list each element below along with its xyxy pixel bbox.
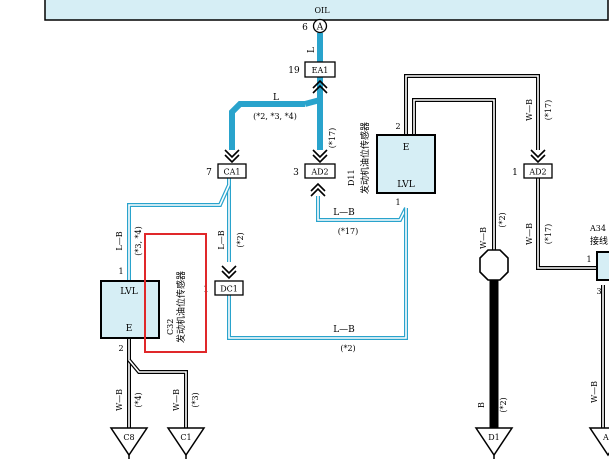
d11-pin-lvl-num: 1 <box>395 198 400 207</box>
ground-c1: C1 <box>166 427 206 459</box>
wire-label-wb-top-right: W—B <box>525 99 534 121</box>
wire-label-star17-top-right: (*17) <box>544 100 553 120</box>
connector-ca1: CA1 7 <box>206 149 247 179</box>
ea1-pin: 19 <box>288 66 300 76</box>
highlight-box <box>144 233 207 353</box>
c32-pin-lvl-num: 1 <box>118 267 123 276</box>
svg-text:A3: A3 <box>602 433 609 442</box>
wire-label-wb-right-lower: W—B <box>525 223 534 245</box>
wire-label-lb-d11: L—B <box>333 208 355 218</box>
c32-id: C32 <box>166 319 175 335</box>
d11-name: 发动机油位传感器 <box>359 122 371 194</box>
svg-text:C8: C8 <box>123 433 134 442</box>
a34-pin1: 1 <box>586 255 591 264</box>
c32-pin-e: E <box>126 324 133 334</box>
combination-meter-panel <box>44 0 609 21</box>
ca1-pin: 7 <box>206 168 212 178</box>
svg-text:CA1: CA1 <box>224 168 241 177</box>
sensor-d11: E LVL 2 1 D11 发动机油位传感器 <box>347 122 436 207</box>
ad2-left-pin: 3 <box>293 168 299 178</box>
svg-text:EA1: EA1 <box>312 66 329 75</box>
d11-id: D11 <box>347 169 356 186</box>
svg-text:AD2: AD2 <box>528 168 546 177</box>
svg-text:AD2: AD2 <box>310 168 328 177</box>
d11-pin-e-num: 2 <box>395 122 400 131</box>
wire-label-l-top: L <box>307 47 317 53</box>
wire-label-star17-ad2: (*17) <box>328 128 337 148</box>
wire-label-star17-d11: (*17) <box>338 227 358 236</box>
d11-pin-e: E <box>403 143 410 153</box>
connector-a: A 6 <box>302 18 328 34</box>
wire-label-lb-bottom: L—B <box>333 325 355 335</box>
connector-ea1: EA1 19 <box>288 61 336 94</box>
c32-name: 发动机油位传感器 <box>175 271 187 343</box>
connector-a-letter: A <box>316 23 324 33</box>
wire-label-star2-bottom: (*2) <box>340 344 355 353</box>
sensor-c32: LVL E 1 2 C32 发动机油位传感器 <box>100 267 187 353</box>
wire-label-star2-ca1: (*2) <box>236 232 245 247</box>
ad2-right-pin: 1 <box>512 168 518 178</box>
wire-label-star4-c8: (*4) <box>134 392 143 407</box>
c32-pin-e-num: 2 <box>118 344 123 353</box>
d11-pin-lvl: LVL <box>397 180 414 190</box>
wire-label-wb-c1: W—B <box>172 389 181 411</box>
wire-label-l-split: L <box>273 93 279 103</box>
wire-label-wb-d1: W—B <box>479 227 488 249</box>
connector-ad2-left: AD2 3 <box>293 149 336 197</box>
svg-text:D1: D1 <box>488 433 500 442</box>
wire-label-lb-c32: L—B <box>115 231 124 250</box>
wire-label-wb-c8: W—B <box>115 389 124 411</box>
ground-d1: D1 <box>474 427 514 459</box>
ground-a3: A3 <box>588 427 609 457</box>
a34-pin3: 3 <box>596 287 601 296</box>
a34-id: A34 <box>589 224 606 233</box>
connector-dc1: DC1 1 <box>203 265 244 296</box>
connector-a-pin: 6 <box>302 23 308 33</box>
junction-octagon <box>479 249 509 281</box>
wire-label-star2-d1-lower: (*2) <box>499 397 508 412</box>
svg-text:C1: C1 <box>180 433 191 442</box>
wire-label-wb-a34: W—B <box>590 381 599 403</box>
svg-text:DC1: DC1 <box>220 285 238 294</box>
a34-name: 接线 <box>590 235 608 247</box>
ground-wire-harness <box>127 74 605 432</box>
wire-label-star2-d1: (*2) <box>498 212 507 227</box>
ground-c8: C8 <box>109 427 149 459</box>
wire-label-star3-c1: (*3) <box>191 392 200 407</box>
wire-label-star34-c32: (*3, *4) <box>134 226 143 256</box>
panel-oil-label: OIL <box>314 6 330 15</box>
connector-a34: A34 接线 1 3 <box>586 224 609 296</box>
wire-label-star234: (*2, *3, *4) <box>253 112 297 121</box>
blue-wire-harness <box>127 33 408 340</box>
connector-ad2-right: AD2 1 <box>512 149 553 179</box>
c32-pin-lvl: LVL <box>120 287 137 297</box>
wire-label-star17-right-lower: (*17) <box>544 224 553 244</box>
wire-label-lb-ca1: L—B <box>217 230 226 249</box>
wire-label-b-d1: B <box>477 402 486 408</box>
